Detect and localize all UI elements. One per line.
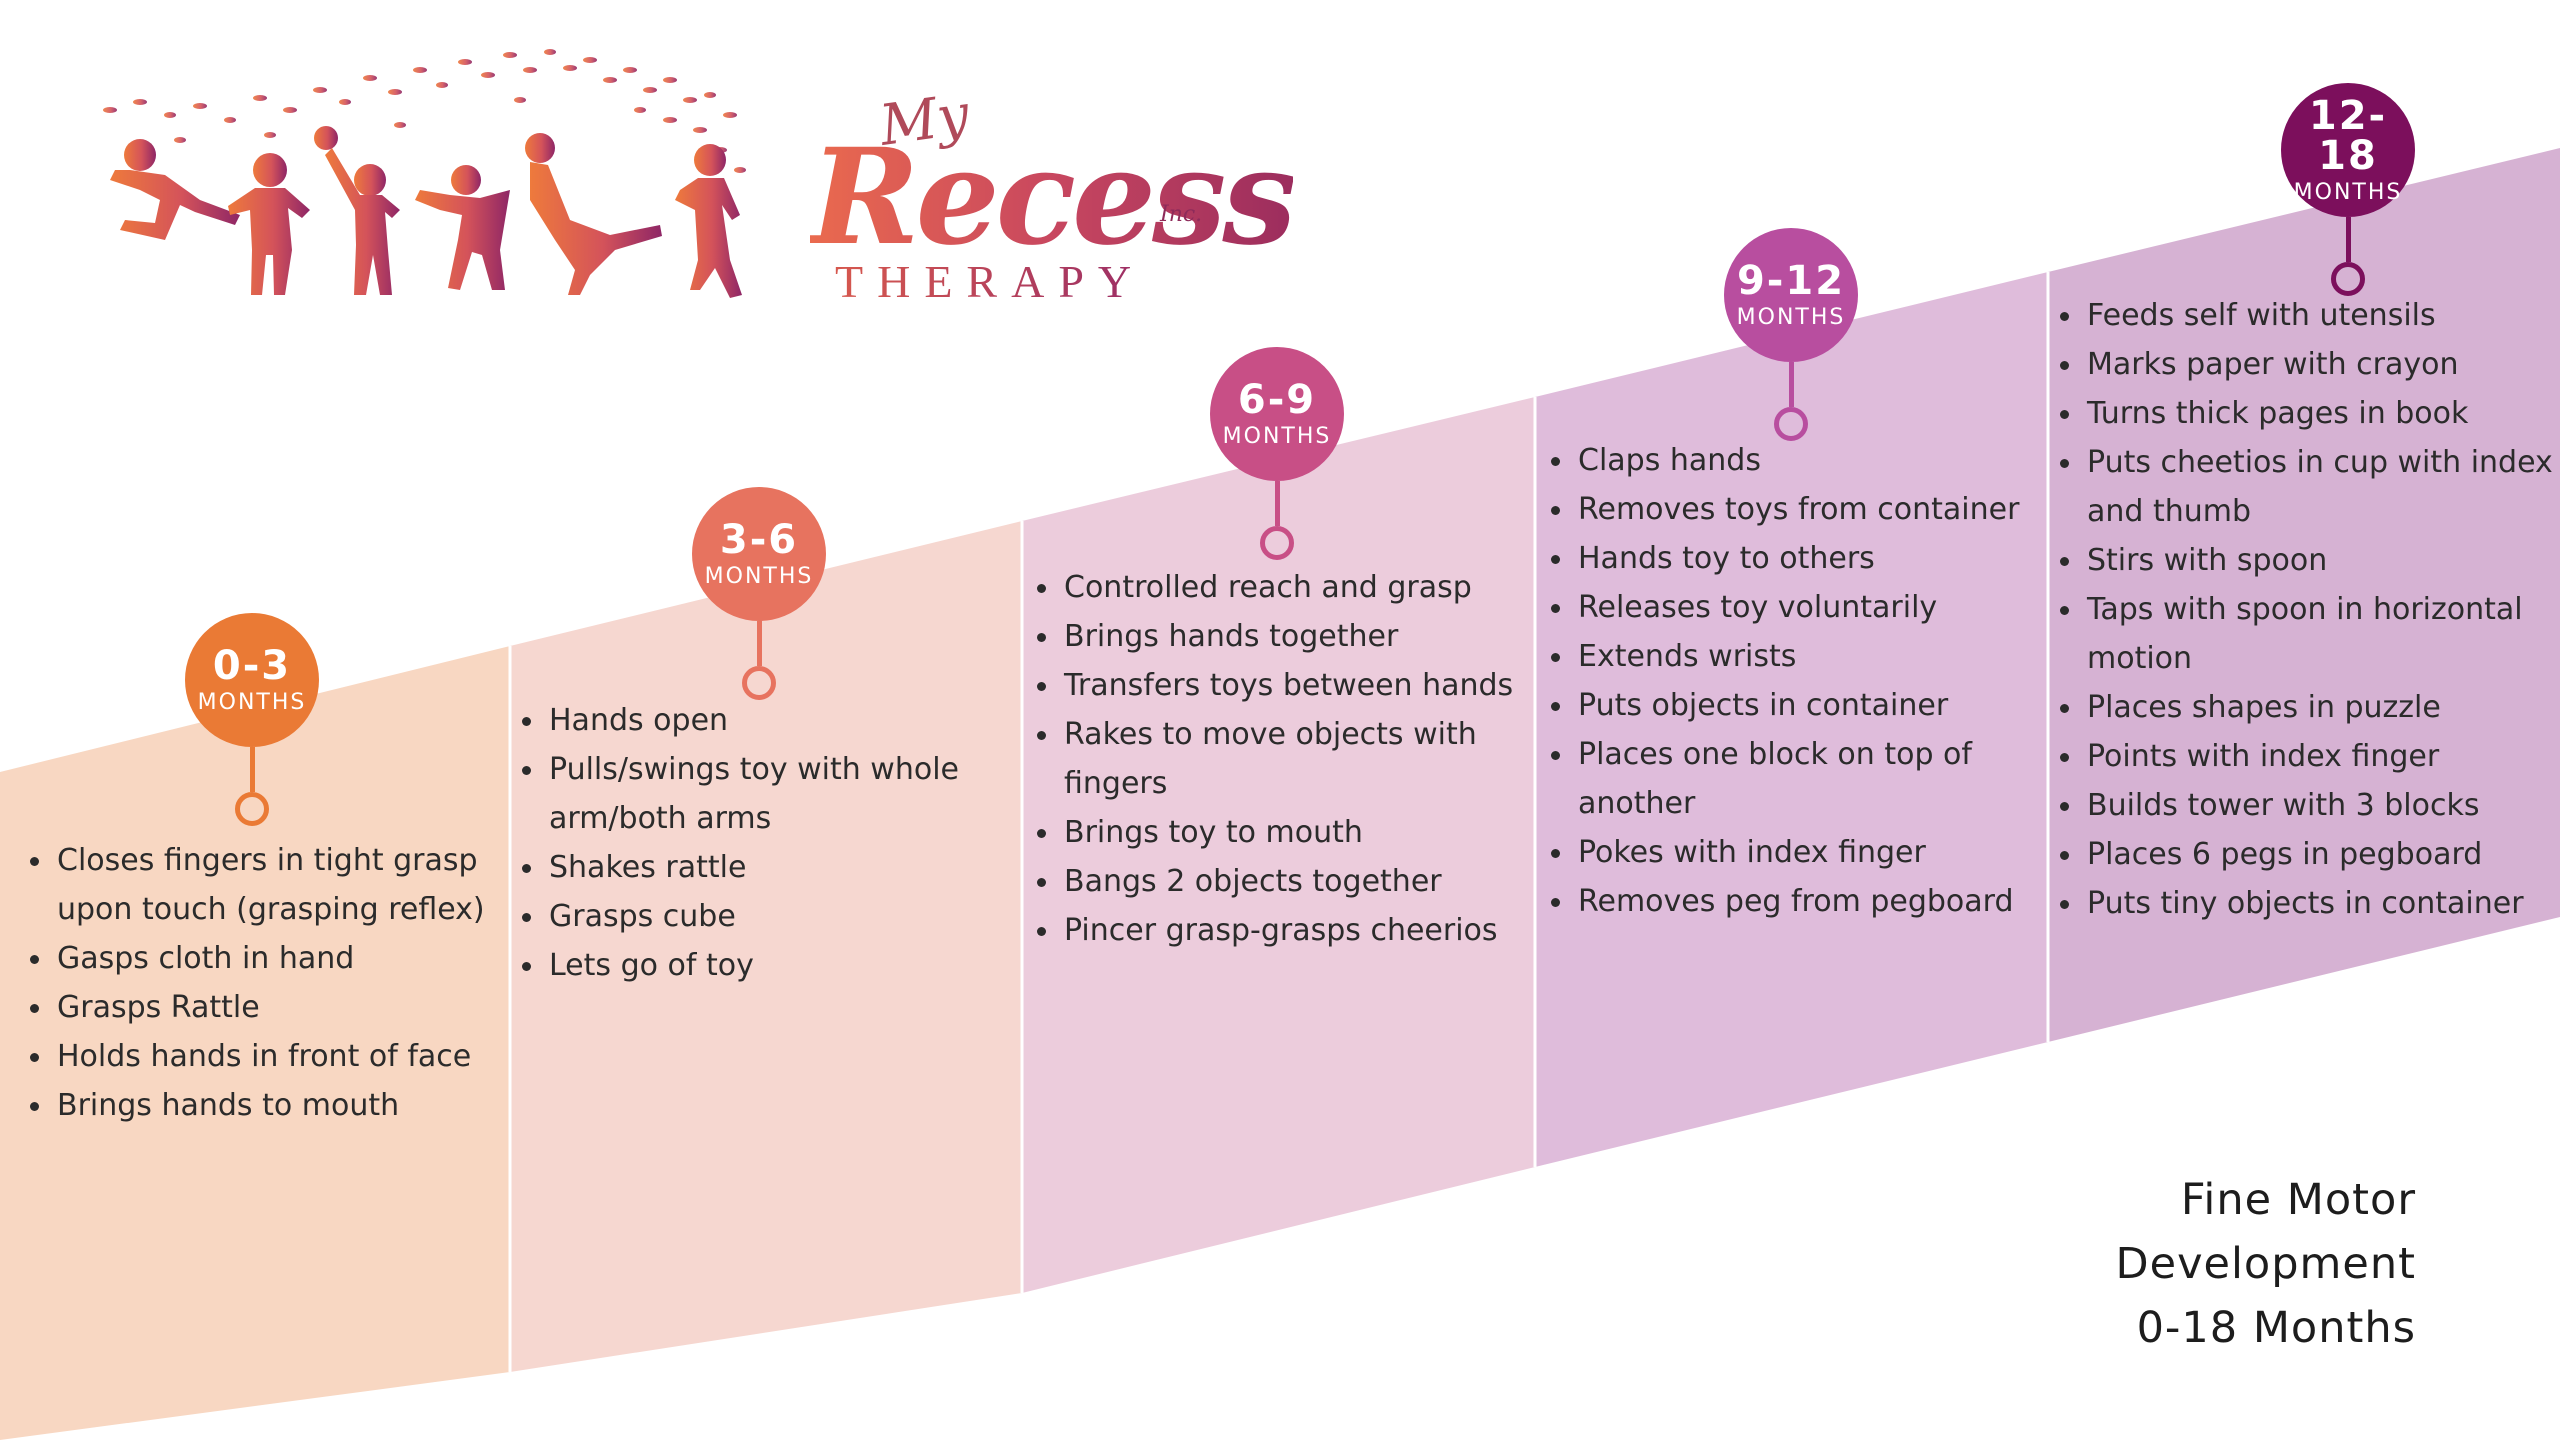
list-item: Puts tiny objects in container (2060, 879, 2560, 928)
marker-ring-icon (1774, 407, 1808, 441)
marker-ring-icon (742, 666, 776, 700)
list-item: Controlled reach and grasp (1037, 563, 1554, 612)
stage-age: 3-6 (719, 516, 799, 563)
stage-age: 6-9 (1237, 376, 1317, 423)
title-line: 0-18 Months (2136, 1303, 2416, 1353)
marker-stem (2345, 217, 2351, 262)
list-item: Lets go of toy (522, 941, 1029, 990)
skill-list-6-9: Controlled reach and grasp Brings hands … (1036, 563, 1554, 955)
stage-marker-6-9: 6-9 MONTHS (1210, 347, 1344, 560)
list-item: Grasps Rattle (30, 983, 527, 1032)
list-item: Bangs 2 objects together (1037, 857, 1554, 906)
list-item: Places shapes in puzzle (2060, 683, 2560, 732)
list-item: Pulls/swings toy with whole arm/both arm… (522, 745, 1029, 843)
list-item: Hands toy to others (1551, 534, 2068, 583)
list-item: Feeds self with utensils (2060, 291, 2560, 340)
list-item: Shakes rattle (522, 843, 1029, 892)
list-item: Extends wrists (1551, 632, 2068, 681)
stage-marker-3-6: 3-6 MONTHS (692, 487, 826, 700)
list-item: Transfers toys between hands (1037, 661, 1554, 710)
stage-unit: MONTHS (1736, 304, 1846, 330)
list-item: Hands open (522, 696, 1029, 745)
logo-inc-text: Inc. (1160, 202, 1203, 227)
list-item: Brings toy to mouth (1037, 808, 1554, 857)
marker-stem (1274, 481, 1280, 526)
marker-stem (249, 747, 255, 792)
stage-unit: MONTHS (1222, 423, 1332, 449)
band-3-6 (510, 521, 1022, 1372)
list-item: Puts objects in container (1551, 681, 2068, 730)
stage-marker-9-12: 9-12 MONTHS (1724, 228, 1858, 441)
list-item: Rakes to move objects with fingers (1037, 710, 1554, 808)
marker-ring-icon (1260, 526, 1294, 560)
page-title: Fine Motor Development 0-18 Months (1816, 1168, 2416, 1360)
list-item: Taps with spoon in horizontal motion (2060, 585, 2560, 683)
stage-unit: MONTHS (704, 563, 814, 589)
band-6-9 (1022, 397, 1535, 1293)
band-12-18 (2048, 148, 2560, 1042)
children-silhouettes-icon (103, 49, 746, 298)
stage-age: 0-3 (212, 642, 292, 689)
list-item: Closes fingers in tight grasp upon touch… (30, 836, 527, 934)
title-line: Development (2115, 1239, 2416, 1289)
list-item: Builds tower with 3 blocks (2060, 781, 2560, 830)
marker-ring-icon (235, 792, 269, 826)
list-item: Removes toys from container (1551, 485, 2068, 534)
stage-badge: 0-3 MONTHS (185, 613, 319, 747)
list-item: Brings hands together (1037, 612, 1554, 661)
stage-badge: 9-12 MONTHS (1724, 228, 1858, 362)
list-item: Brings hands to mouth (30, 1081, 527, 1130)
marker-stem (1788, 362, 1794, 407)
marker-ring-icon (2331, 262, 2365, 296)
list-item: Claps hands (1551, 436, 2068, 485)
list-item: Marks paper with crayon (2060, 340, 2560, 389)
list-item: Removes peg from pegboard (1551, 877, 2068, 926)
stage-badge: 12-18 MONTHS (2281, 83, 2415, 217)
stage-age: 9-12 (1736, 257, 1846, 304)
list-item: Grasps cube (522, 892, 1029, 941)
company-logo: My Recess Inc. THERAPY (70, 40, 1297, 340)
list-item: Places 6 pegs in pegboard (2060, 830, 2560, 879)
marker-stem (756, 621, 762, 666)
stage-badge: 6-9 MONTHS (1210, 347, 1344, 481)
band-0-3 (0, 646, 510, 1440)
stage-marker-12-18: 12-18 MONTHS (2281, 83, 2415, 296)
skill-list-9-12: Claps hands Removes toys from container … (1550, 436, 2068, 926)
list-item: Puts cheetios in cup with index and thum… (2060, 438, 2560, 536)
skill-list-0-3: Closes fingers in tight grasp upon touch… (29, 836, 527, 1130)
stage-unit: MONTHS (2293, 179, 2403, 205)
stage-badge: 3-6 MONTHS (692, 487, 826, 621)
list-item: Pokes with index finger (1551, 828, 2068, 877)
list-item: Releases toy voluntarily (1551, 583, 2068, 632)
logo-recess-text: Recess (810, 120, 1297, 275)
stage-marker-0-3: 0-3 MONTHS (185, 613, 319, 826)
band-9-12 (1535, 272, 2048, 1167)
title-line: Fine Motor (2180, 1175, 2416, 1225)
stage-age: 12-18 (2308, 92, 2388, 179)
skill-list-12-18: Feeds self with utensils Marks paper wit… (2059, 291, 2560, 928)
list-item: Pincer grasp-grasps cheerios (1037, 906, 1554, 955)
list-item: Stirs with spoon (2060, 536, 2560, 585)
list-item: Points with index finger (2060, 732, 2560, 781)
skill-list-3-6: Hands open Pulls/swings toy with whole a… (521, 696, 1029, 990)
stage-unit: MONTHS (197, 689, 307, 715)
logo-therapy-text: THERAPY (835, 256, 1146, 307)
list-item: Turns thick pages in book (2060, 389, 2560, 438)
list-item: Gasps cloth in hand (30, 934, 527, 983)
list-item: Holds hands in front of face (30, 1032, 527, 1081)
list-item: Places one block on top of another (1551, 730, 2068, 828)
